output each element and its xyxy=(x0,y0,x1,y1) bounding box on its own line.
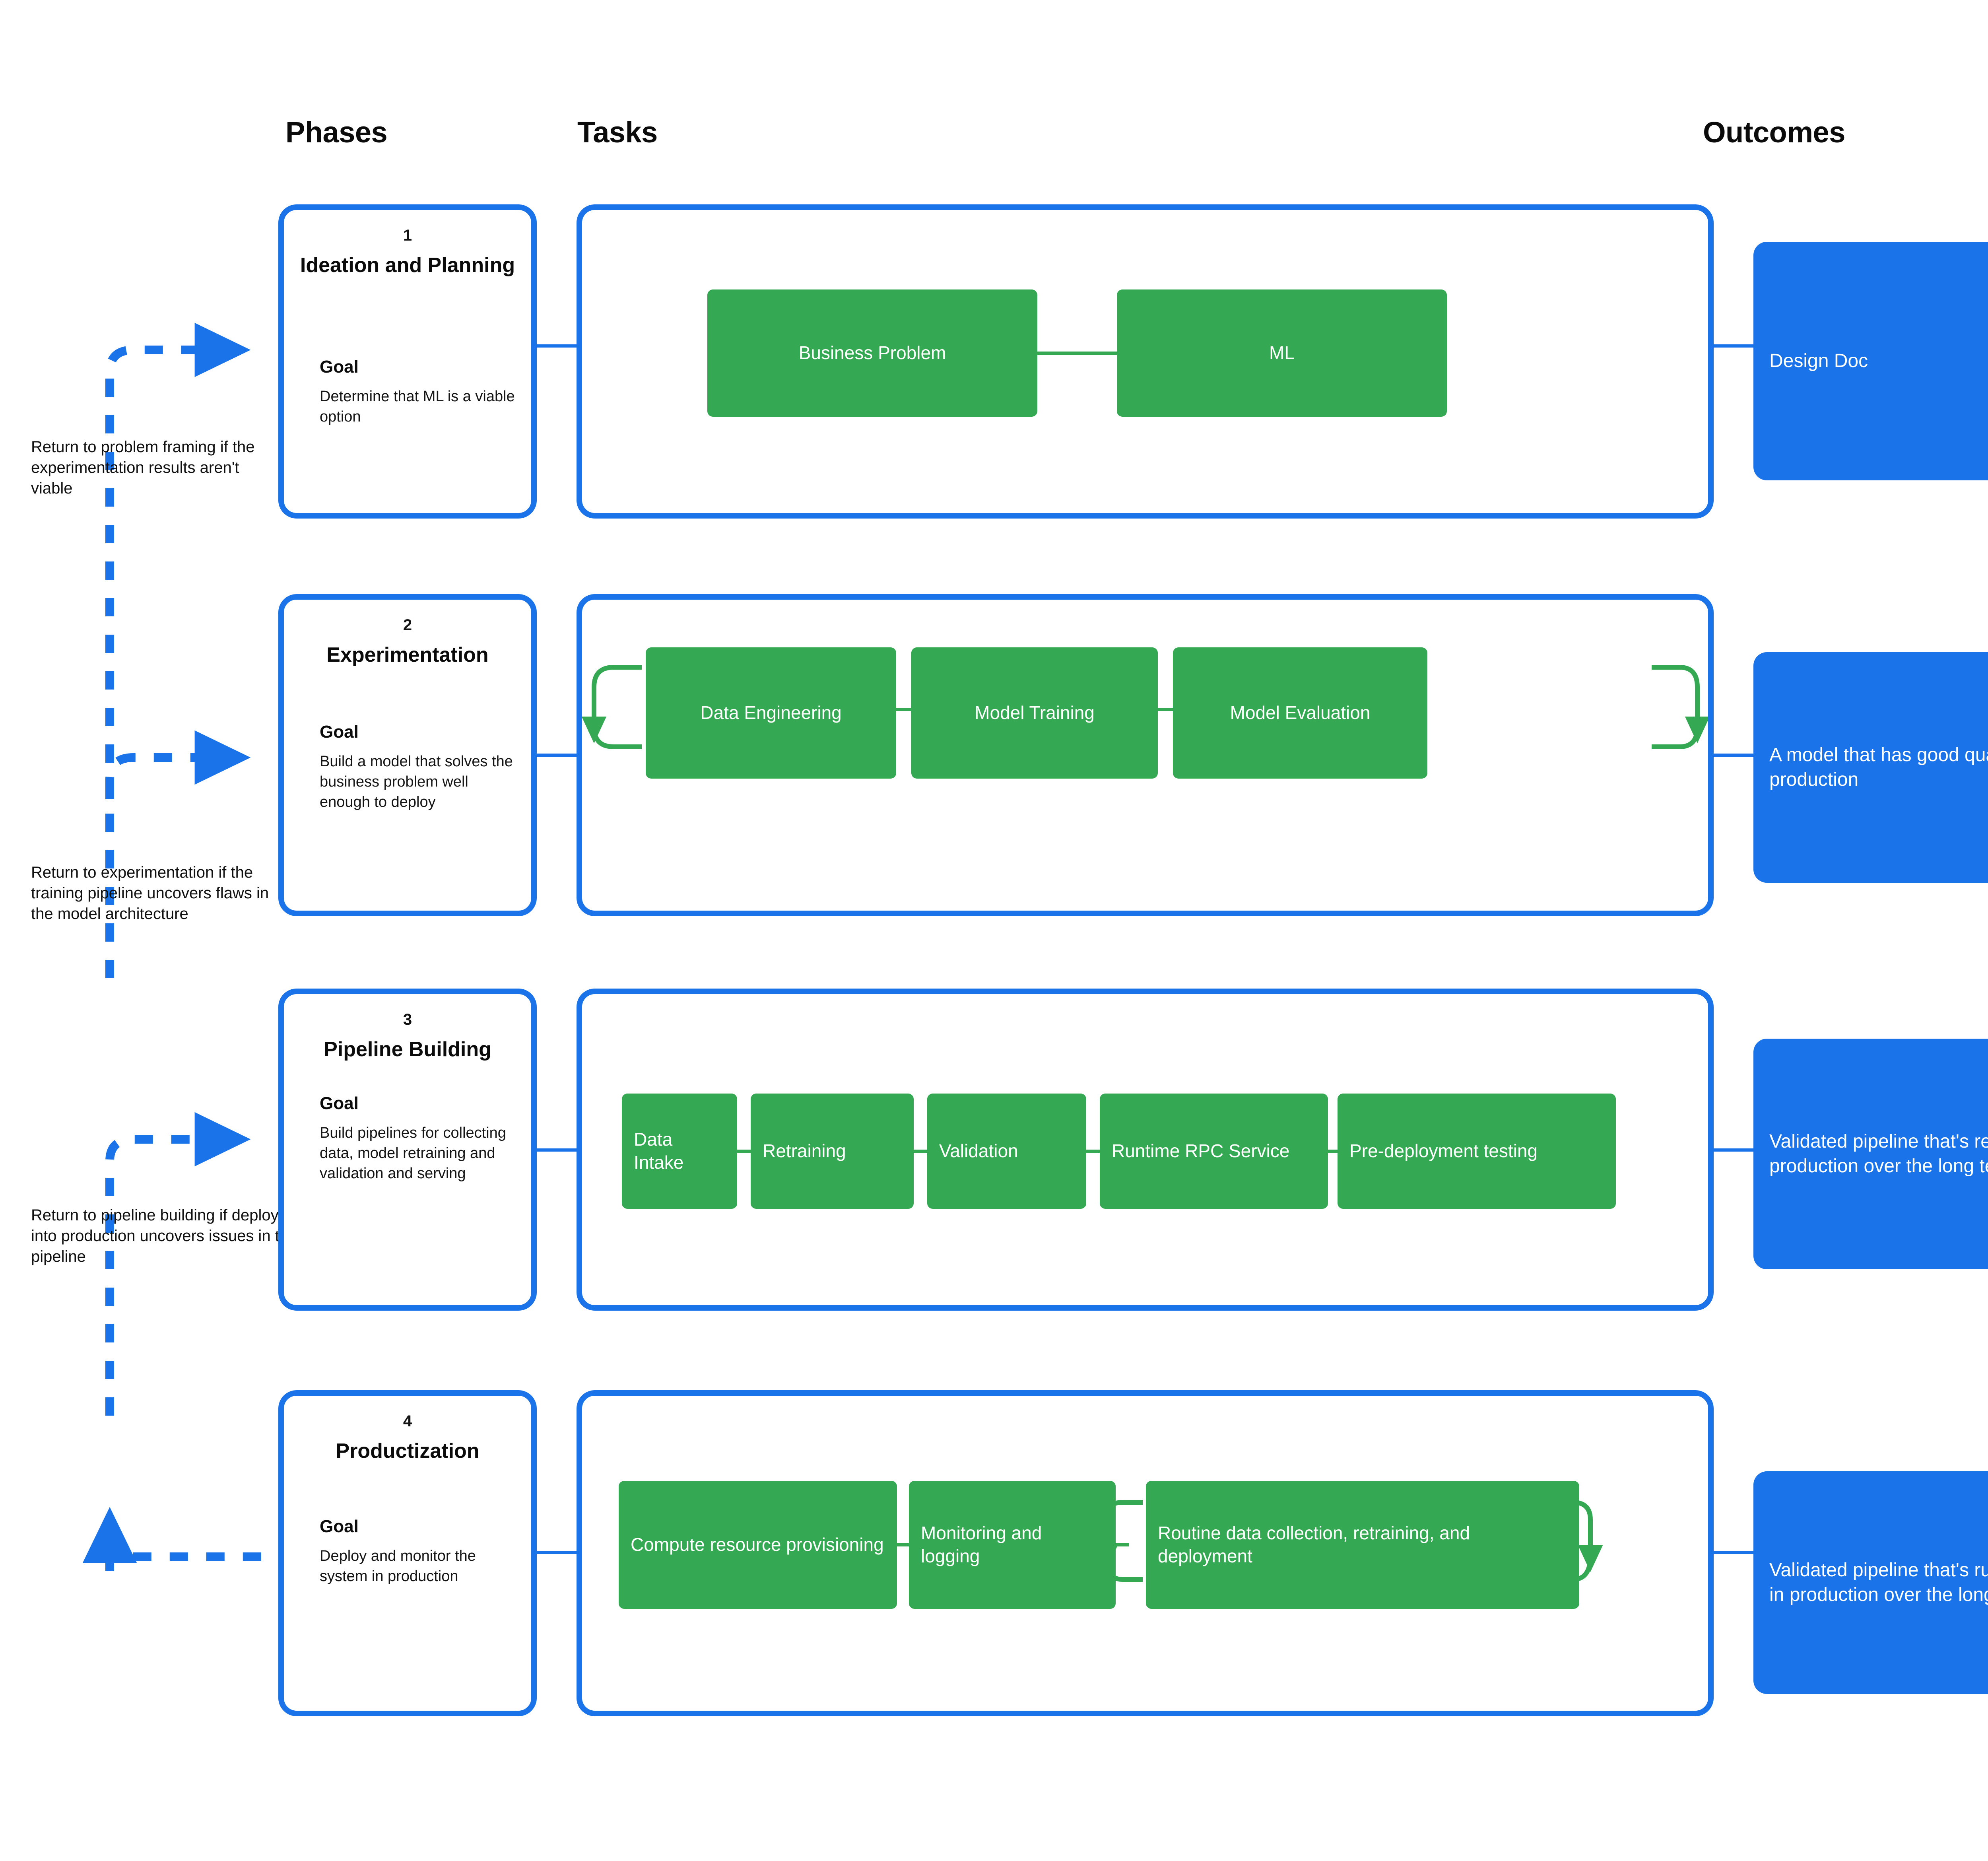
connector-phase3-tasks xyxy=(534,1148,580,1152)
task-connector-3-4 xyxy=(1328,1150,1338,1153)
task-chip-4-1[interactable]: Compute resource provisioning xyxy=(619,1481,897,1609)
connector-tasks4-outcome xyxy=(1710,1551,1757,1554)
task-chip-3-4[interactable]: Runtime RPC Service xyxy=(1100,1094,1328,1209)
phase-goal-text-2: Build a model that solves the business p… xyxy=(320,753,513,810)
task-chip-3-3[interactable]: Validation xyxy=(927,1094,1086,1209)
task-chip-1-2[interactable]: ML xyxy=(1117,289,1447,417)
phase-goal-label-2: Goal xyxy=(320,722,359,742)
phase-title-1: Ideation and Planning xyxy=(300,254,515,277)
feedback-arrow-3 xyxy=(105,1112,251,1416)
outcome-box-3[interactable]: Validated pipeline that's ready for prod… xyxy=(1753,1039,1988,1269)
task-connector-3-3 xyxy=(1086,1150,1100,1153)
task-chip-2-3[interactable]: Model Evaluation xyxy=(1173,647,1427,779)
connector-tasks2-outcome xyxy=(1710,754,1757,757)
column-header-outcomes: Outcomes xyxy=(1703,116,1845,149)
tasks-container-1: Business Problem ML xyxy=(577,204,1714,519)
tasks-container-2: Data Engineering Model Training Model Ev… xyxy=(577,594,1714,916)
task-connector-3-2 xyxy=(914,1150,927,1153)
phase-title-3: Pipeline Building xyxy=(324,1038,491,1061)
phase-goal-label-3: Goal xyxy=(320,1094,359,1113)
feedback-arrow-1 xyxy=(105,322,251,799)
task-connector-4-2 xyxy=(1116,1543,1129,1546)
phase-goal-label-4: Goal xyxy=(320,1517,359,1536)
task-connector-2-2 xyxy=(1158,708,1173,711)
tasks-container-4: Compute resource provisioning Monitoring… xyxy=(577,1390,1714,1716)
feedback-trunk-left xyxy=(105,1535,262,1561)
column-header-phases: Phases xyxy=(285,116,388,149)
task-connector-2-1 xyxy=(896,708,911,711)
phase-number-2: 2 xyxy=(403,616,412,634)
phase-goal-text-1: Determine that ML is a viable option xyxy=(320,388,515,425)
phase-title-4: Productization xyxy=(336,1439,480,1463)
task-chip-1-1[interactable]: Business Problem xyxy=(707,289,1037,417)
outcome-box-2[interactable]: A model that has good quality for produc… xyxy=(1753,652,1988,883)
phase-card-1[interactable]: 1 Ideation and Planning Goal Determine t… xyxy=(278,204,537,519)
tasks-container-3: Data Intake Retraining Validation Runtim… xyxy=(577,989,1714,1311)
connector-tasks1-outcome xyxy=(1710,344,1757,348)
phase-goal-label-1: Goal xyxy=(320,357,359,377)
connector-phase1-tasks xyxy=(534,344,580,348)
phase-number-1: 1 xyxy=(403,227,412,244)
task-chip-3-5[interactable]: Pre-deployment testing xyxy=(1338,1094,1616,1209)
phase-number-3: 3 xyxy=(403,1011,412,1028)
phase-goal-text-4: Deploy and monitor the system in product… xyxy=(320,1548,476,1585)
phase-goal-text-3: Build pipelines for collecting data, mod… xyxy=(320,1125,506,1182)
experimentation-loop-arrows xyxy=(582,665,1708,749)
task-chip-2-1[interactable]: Data Engineering xyxy=(646,647,896,779)
column-header-tasks: Tasks xyxy=(577,116,658,149)
feedback-note-3: Return to pipeline building if deploying… xyxy=(31,1206,300,1265)
phase-number-4: 4 xyxy=(403,1412,412,1430)
task-chip-4-2[interactable]: Monitoring and logging xyxy=(909,1481,1116,1609)
task-chip-3-2[interactable]: Retraining xyxy=(751,1094,914,1209)
task-connector-1-1 xyxy=(1037,352,1117,355)
connector-phase2-tasks xyxy=(534,754,580,757)
task-chip-4-3[interactable]: Routine data collection, retraining, and… xyxy=(1146,1481,1579,1609)
phase-card-3[interactable]: 3 Pipeline Building Goal Build pipelines… xyxy=(278,989,537,1311)
feedback-note-2: Return to experimentation if the trainin… xyxy=(31,864,269,923)
task-connector-4-1 xyxy=(897,1543,909,1546)
phase-card-2[interactable]: 2 Experimentation Goal Build a model tha… xyxy=(278,594,537,916)
outcome-box-4[interactable]: Validated pipeline that's running in pro… xyxy=(1753,1471,1988,1694)
task-chip-2-2[interactable]: Model Training xyxy=(911,647,1158,779)
task-connector-3-1 xyxy=(737,1150,751,1153)
phase-title-2: Experimentation xyxy=(326,643,489,666)
outcome-box-1[interactable]: Design Doc xyxy=(1753,242,1988,480)
connector-tasks3-outcome xyxy=(1710,1148,1757,1152)
phase-card-4[interactable]: 4 Productization Goal Deploy and monitor… xyxy=(278,1390,537,1716)
task-chip-3-1[interactable]: Data Intake xyxy=(622,1094,737,1209)
feedback-note-1: Return to problem framing if the experim… xyxy=(31,438,255,497)
connector-phase4-tasks xyxy=(534,1551,580,1554)
